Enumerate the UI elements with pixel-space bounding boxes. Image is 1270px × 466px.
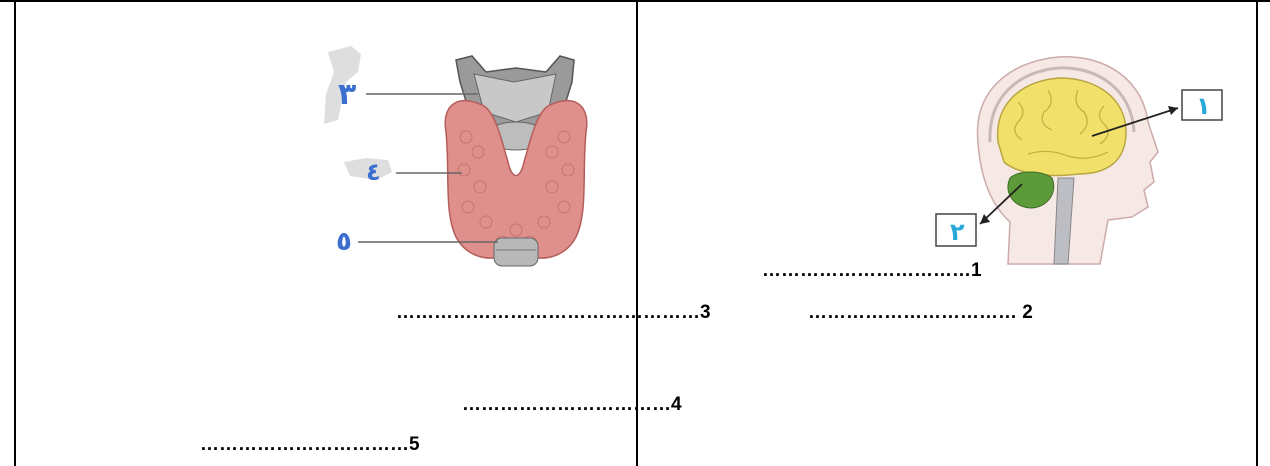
answer-line-1[interactable]: ……………………………1	[762, 260, 982, 282]
thyroid-figure: ٣ ٤ ٥	[16, 2, 636, 292]
table-right-border	[1256, 0, 1258, 466]
left-cell: ٣ ٤ ٥ …………………………………………3 ……………………………4 …………	[16, 2, 636, 466]
brain-figure: ١ ٢	[638, 2, 1256, 282]
answer-number: 2	[1022, 302, 1033, 323]
answer-dots: ……………………………	[200, 434, 409, 455]
answer-line-5[interactable]: ……………………………5	[200, 434, 420, 456]
thyroid-label-3: ٣	[338, 77, 356, 112]
answer-number: 1	[971, 260, 982, 281]
brain-label-1: ١	[1196, 92, 1211, 120]
answer-line-2[interactable]: …………………………… 2	[808, 302, 1033, 324]
answer-dots: ……………………………	[762, 260, 971, 281]
thyroid-label-5: ٥	[336, 227, 352, 257]
thyroid-label-4: ٤	[366, 158, 381, 186]
answer-number: 5	[409, 434, 420, 455]
right-cell: ١ ٢ ……………………………1 …………………………… 2	[638, 2, 1256, 466]
answer-dots: ……………………………	[808, 302, 1017, 323]
brain-label-2: ٢	[950, 218, 965, 246]
